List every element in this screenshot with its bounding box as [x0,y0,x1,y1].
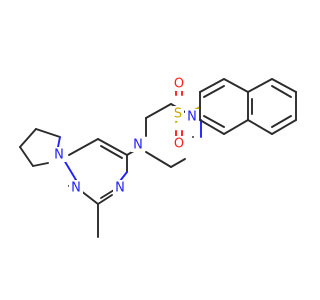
sulfonyl-oxygen-bottom-label: O [174,137,184,152]
piperazine-nitrogen-b-label: N [187,110,197,125]
pyrrolidine-nitrogen-label: N [54,148,64,163]
sulfur-label: S [174,107,182,122]
pyrimidine-nitrogen-3-label: N [115,181,125,196]
piperazine-nitrogen-a-label: N [133,138,143,153]
pyrrolidine-ring [19,128,61,167]
atom-labels: N N N N N S O O [52,76,199,196]
sulfonyl-oxygen-top-label: O [174,77,184,92]
pyrimidine-nitrogen-1-label: N [71,181,81,196]
molecule-structure: N N N N N S O O [19,76,297,238]
naphthalene-rings [199,78,297,135]
